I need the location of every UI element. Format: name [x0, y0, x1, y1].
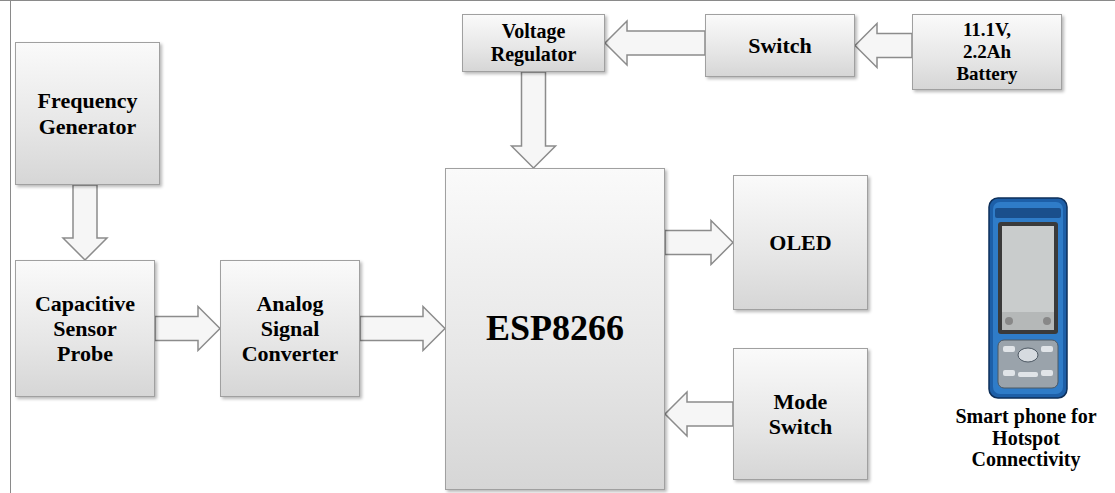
- block-arrow: [665, 221, 733, 265]
- frame-line: [0, 0, 1115, 1]
- caption-label: Smart phone for Hotspot Connectivity: [942, 406, 1110, 471]
- smartphone-illustration: [989, 198, 1067, 398]
- block-arrow: [855, 24, 912, 68]
- box-label: Voltage Regulator: [473, 20, 594, 66]
- block-arrow: [605, 21, 705, 65]
- box-label: Capacitive Sensor Probe: [26, 291, 144, 367]
- box-label: OLED: [769, 230, 831, 255]
- block-arrow: [63, 185, 107, 260]
- block-arrow: [155, 307, 220, 351]
- battery-box: 11.1V, 2.2Ah Battery: [912, 14, 1062, 90]
- converter-box: Analog Signal Converter: [220, 260, 360, 397]
- box-label: ESP8266: [486, 308, 624, 349]
- block-arrow: [665, 392, 733, 436]
- mcu-box: ESP8266: [445, 168, 665, 490]
- regulator-box: Voltage Regulator: [462, 14, 605, 72]
- box-label: Switch: [748, 33, 812, 58]
- mode-switch-box: Mode Switch: [733, 348, 868, 480]
- block-arrow: [512, 72, 556, 168]
- box-label: Mode Switch: [746, 389, 855, 440]
- box-label: Analog Signal Converter: [231, 291, 349, 367]
- switch-box: Switch: [705, 14, 855, 77]
- frame-line: [10, 0, 11, 493]
- box-label: 11.1V, 2.2Ah Battery: [938, 19, 1036, 85]
- display-box: OLED: [733, 175, 868, 310]
- box-label: Frequency Generator: [26, 88, 149, 139]
- sensor-box: Capacitive Sensor Probe: [15, 260, 155, 397]
- generator-box: Frequency Generator: [15, 42, 160, 185]
- block-arrow: [360, 307, 445, 351]
